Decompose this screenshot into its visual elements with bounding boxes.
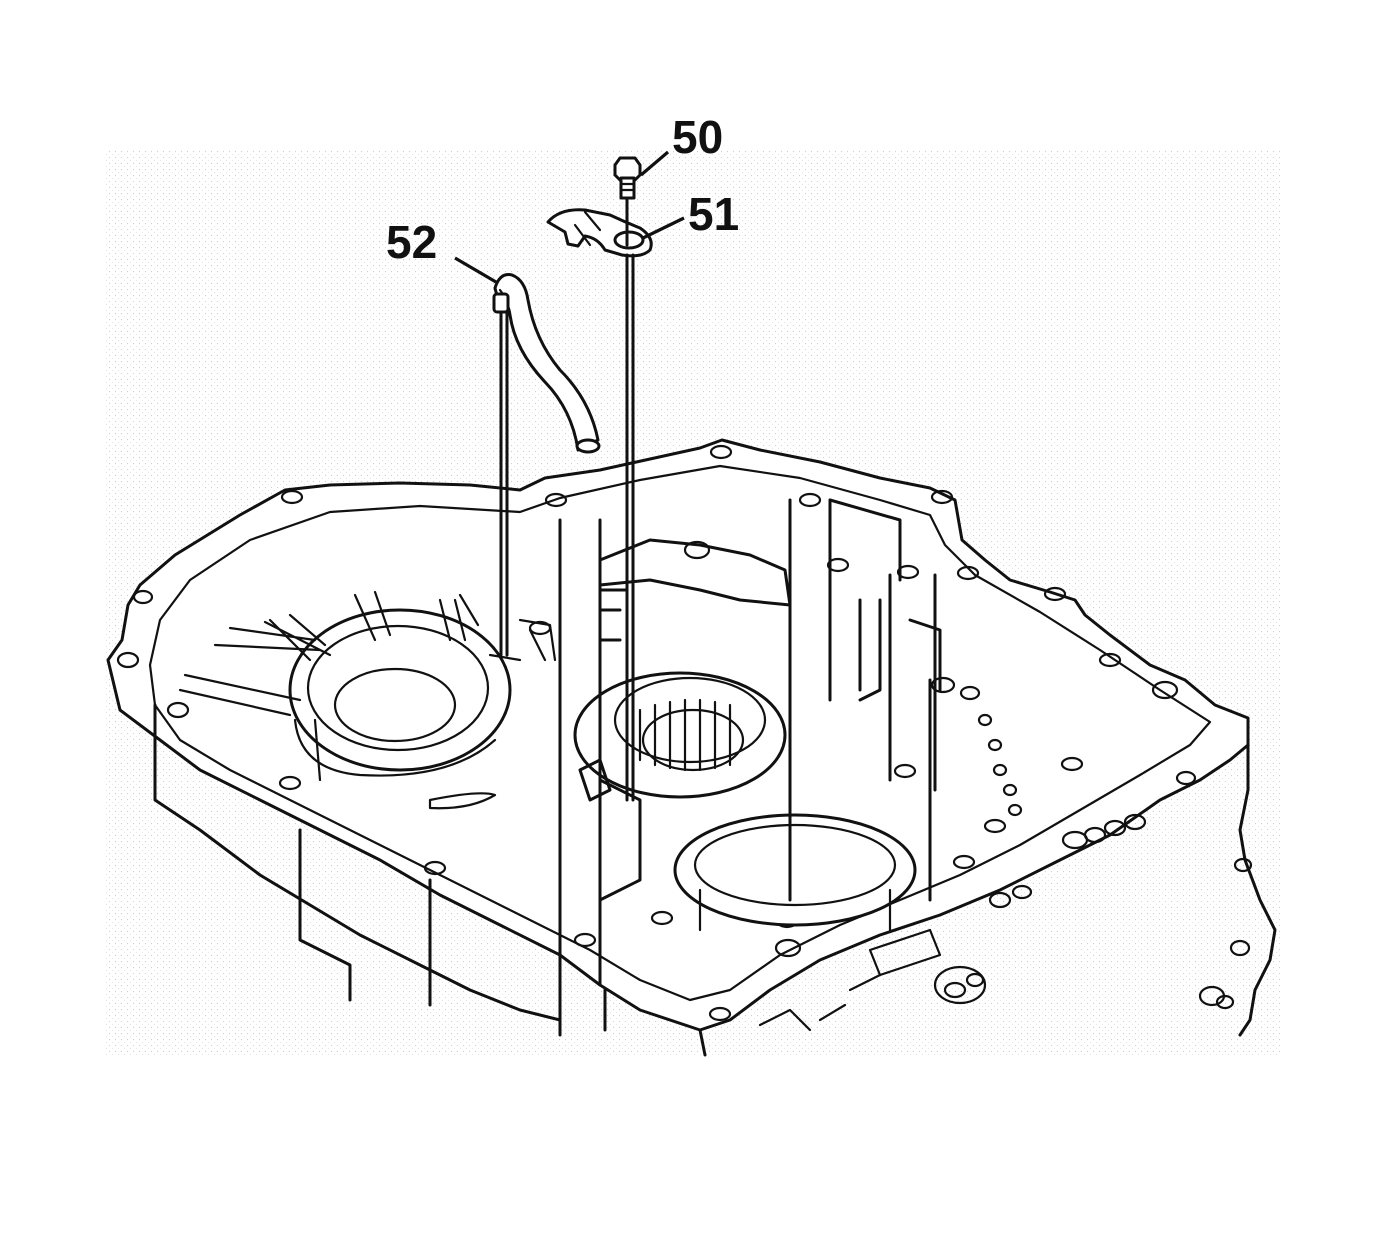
lower-right-bore <box>673 813 917 932</box>
converter-bore <box>288 608 512 782</box>
callout-52-label: 52 <box>386 216 437 268</box>
bolt <box>613 156 642 200</box>
oil-tube <box>492 273 601 454</box>
callout-50-label: 50 <box>672 111 723 163</box>
tube-bracket <box>546 208 653 258</box>
callout-51-label: 51 <box>688 188 739 240</box>
side-ports <box>933 713 1253 1010</box>
callout-52: 52 <box>386 216 497 284</box>
callout-50: 50 <box>639 111 723 177</box>
transmission-case <box>106 438 1277 1057</box>
callout-51: 51 <box>642 188 739 240</box>
